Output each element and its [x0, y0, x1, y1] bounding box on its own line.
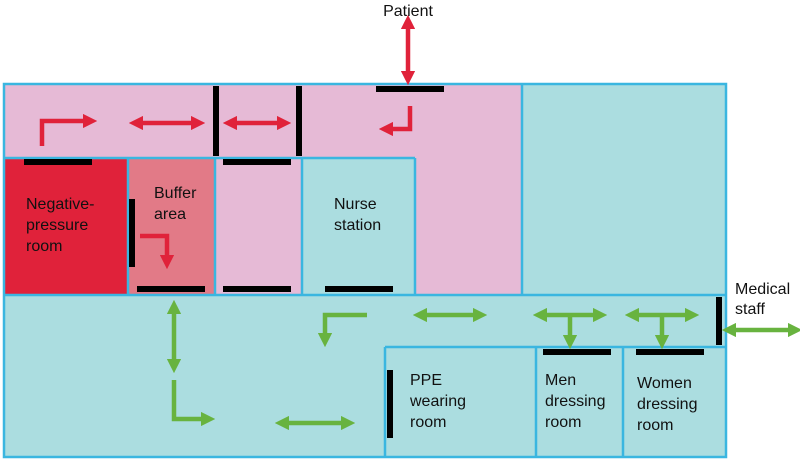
staff-turn-arrow-nurse	[317, 312, 367, 348]
patient-label: Patient	[383, 3, 433, 20]
door-corridor-1	[213, 86, 219, 156]
staff-flow-arrows	[166, 299, 800, 431]
patient-turn-arrow-negative-room	[39, 113, 98, 146]
door-nurse-bottom	[325, 286, 393, 292]
door-corridor-2	[296, 86, 302, 156]
women-dressing-room-label: Women dressing room	[637, 375, 702, 434]
door-buffer-left	[129, 199, 135, 267]
ppe-wearing-room-label: PPE wearing room	[409, 372, 470, 431]
medical-staff-label: Medical staff	[735, 281, 795, 318]
door-staff-entrance	[716, 297, 722, 345]
door-women-dressing	[636, 349, 704, 355]
patient-turn-arrow-buffer	[140, 233, 175, 270]
door-buffer-bottom	[137, 286, 205, 292]
door-middle-room-top	[223, 159, 291, 165]
door-men-dressing	[543, 349, 611, 355]
buffer-area-label: Buffer area	[154, 185, 201, 223]
men-dressing-room-label: Men dressing room	[545, 372, 610, 431]
contaminated-room-right	[415, 84, 522, 295]
door-ppe-room	[387, 370, 393, 438]
door-negative-room-top	[24, 159, 92, 165]
staff-turn-arrow-lower	[171, 380, 216, 427]
contaminated-room-middle	[215, 158, 302, 295]
doors	[24, 86, 722, 438]
clean-zone-top-right	[522, 84, 726, 295]
clean-corridor	[4, 295, 726, 457]
door-entrance-top	[376, 86, 444, 92]
buffer-area	[128, 158, 215, 295]
nurse-station	[302, 158, 415, 295]
door-middle-room-bottom	[223, 286, 291, 292]
patient-flow-arrows	[39, 14, 416, 270]
negative-pressure-room	[4, 158, 128, 295]
nurse-station-label: Nurse station	[334, 196, 381, 234]
negative-pressure-room-label: Negative- pressure room	[26, 196, 99, 255]
patient-turn-arrow-entry	[378, 106, 413, 137]
